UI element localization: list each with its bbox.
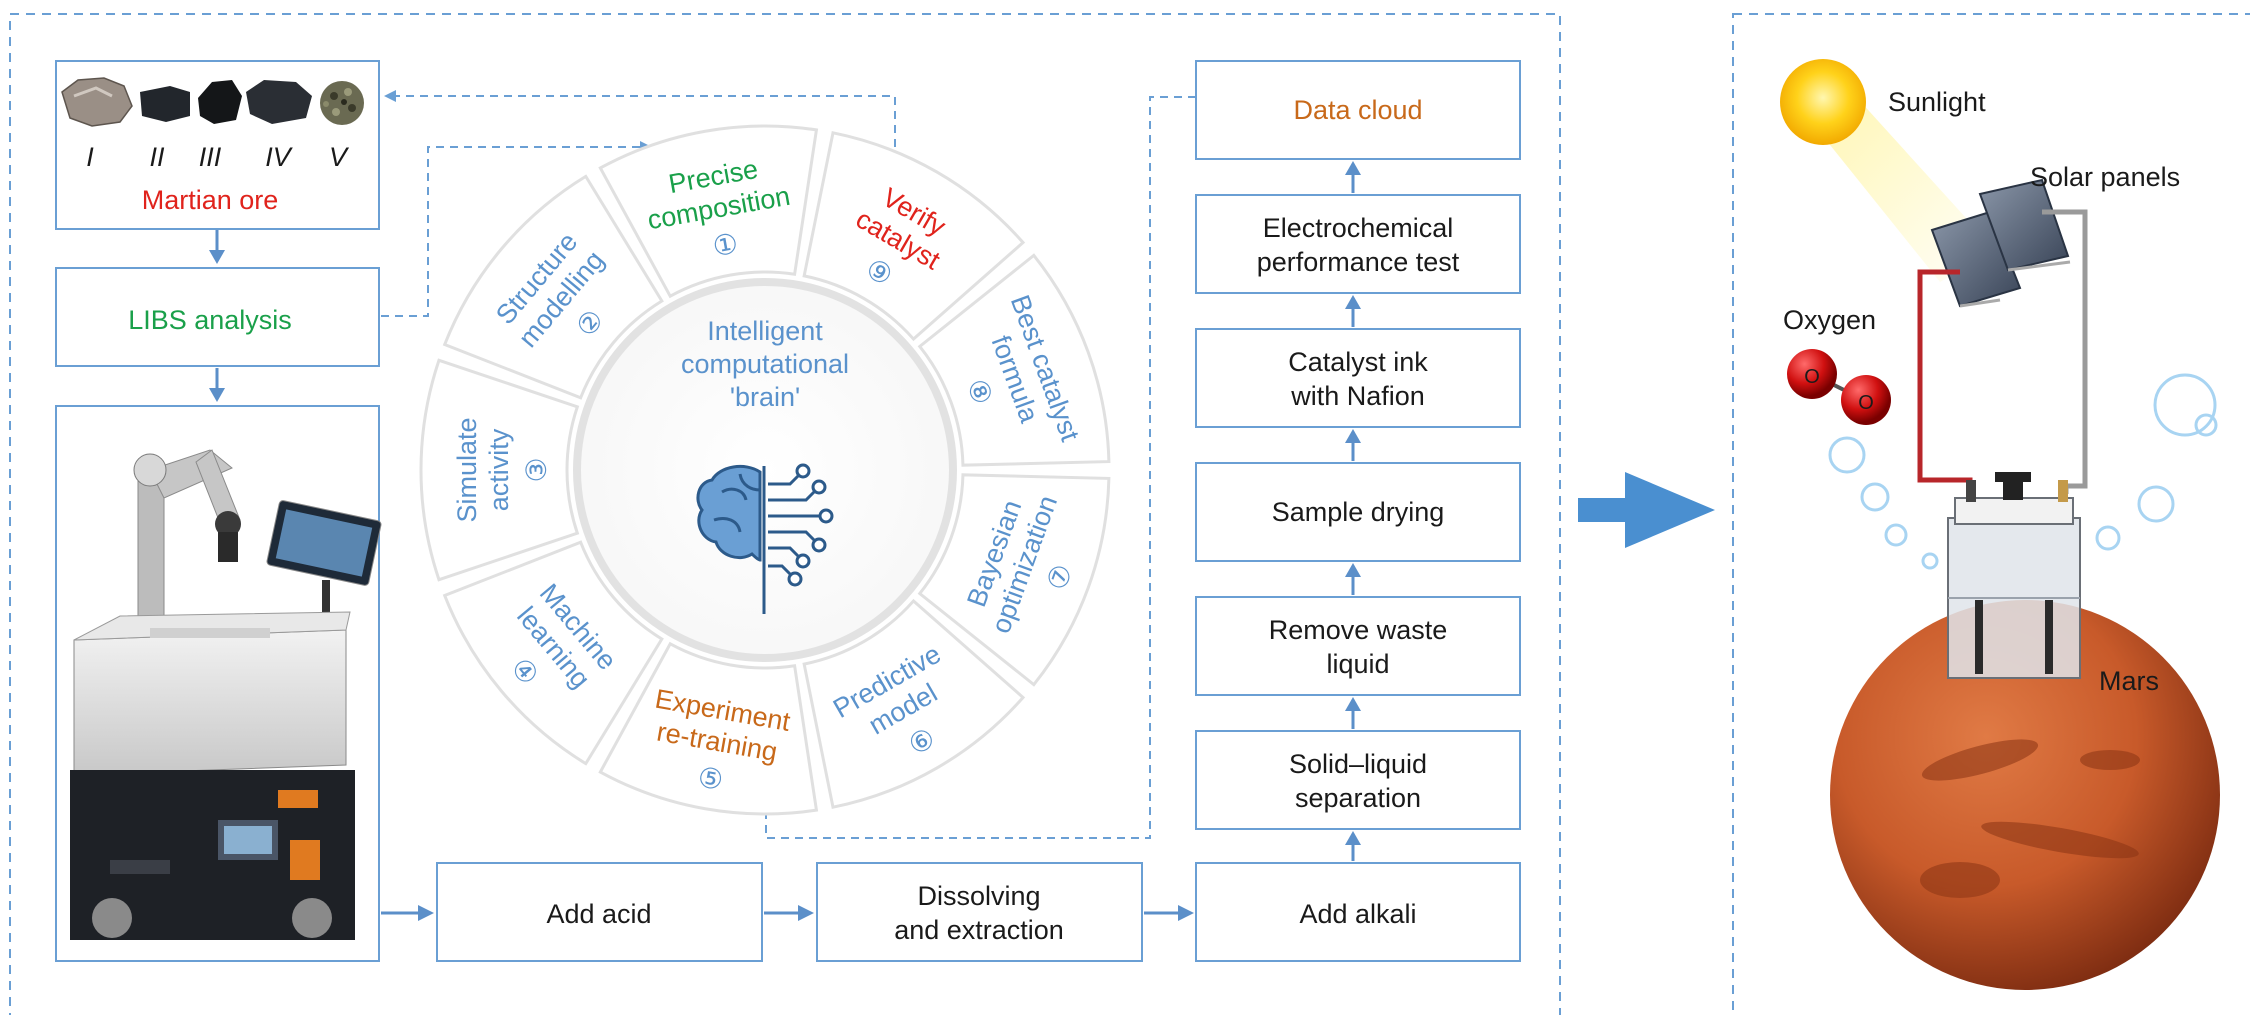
sun-icon: [1780, 59, 1866, 145]
oxygen-atom-label-2: O: [1858, 392, 1874, 414]
brain-title-line3: 'brain': [730, 382, 800, 412]
ore-numeral-2: II: [149, 142, 165, 172]
brain-title-line2: computational: [681, 349, 849, 379]
ore-numeral-5: V: [329, 142, 350, 172]
sample-drying-label: Sample drying: [1272, 497, 1445, 527]
big-flow-arrow: [1578, 472, 1715, 548]
electrochemical-test-box: Electrochemical performance test: [1195, 194, 1521, 294]
ring-segment-9: [802, 131, 1026, 342]
ore-numeral-3: III: [199, 142, 222, 172]
robot-platform-box: [55, 405, 382, 962]
oxygen-atom-label-1: O: [1804, 366, 1820, 388]
solar-panels-label: Solar panels: [2030, 162, 2180, 192]
oxygen-label: Oxygen: [1783, 305, 1876, 335]
ring-segment-label-3-line2: activity: [484, 428, 514, 511]
remove-waste-line1: Remove waste: [1269, 615, 1448, 645]
solid-liquid-line1: Solid–liquid: [1289, 749, 1427, 779]
sunlight-label: Sunlight: [1888, 87, 1986, 117]
ring-segment-number-1: ①: [710, 227, 740, 264]
add-acid-box: Add acid: [436, 862, 763, 962]
ore-numerals: I II III IV V: [86, 142, 350, 172]
robot-platform-image: [70, 449, 382, 940]
catalyst-ink-line1: Catalyst ink: [1288, 347, 1428, 377]
mars-panel: Sunlight Solar panels Oxygen O O: [1780, 59, 2220, 990]
solar-panels-icon: [1930, 178, 2071, 308]
remove-waste-box: Remove waste liquid: [1195, 596, 1521, 696]
bubbles-decoration: [1828, 373, 2218, 570]
ore-numeral-1: I: [86, 142, 94, 172]
left-panel-frame: [9, 13, 1561, 1015]
ring-segment-2: [442, 174, 664, 400]
rock-samples-image: [61, 77, 364, 127]
martian-ore-box: I II III IV V Martian ore: [55, 60, 380, 230]
ring-segment-number-5: ⑤: [695, 760, 725, 797]
dissolving-label-line2: and extraction: [894, 915, 1064, 945]
left-column-arrows: [209, 230, 225, 402]
remove-waste-line2: liquid: [1326, 649, 1389, 679]
mars-planet-icon: [1830, 600, 2220, 990]
oxygen-molecule-icon: O O: [1787, 349, 1891, 425]
catalyst-ink-line2: with Nafion: [1290, 381, 1425, 411]
right-panel-frame: [1732, 13, 2250, 1015]
ring-segment-label-3-line1: Simulate: [452, 417, 482, 522]
data-cloud-box: Data cloud: [1195, 60, 1521, 160]
add-alkali-box: Add alkali: [1195, 862, 1521, 962]
dissolving-label-line1: Dissolving: [917, 881, 1040, 911]
electrochemical-test-line1: Electrochemical: [1263, 213, 1454, 243]
ring-segment-8: [917, 253, 1111, 467]
solid-liquid-box: Solid–liquid separation: [1195, 730, 1521, 830]
solid-liquid-line2: separation: [1295, 783, 1421, 813]
ring-segment-1: [598, 124, 819, 299]
martian-ore-label: Martian ore: [142, 185, 279, 215]
ore-numeral-4: IV: [265, 142, 294, 172]
ring-segment-4: [442, 540, 664, 766]
brain-circuit-icon: [696, 463, 834, 614]
add-alkali-label: Add alkali: [1299, 899, 1416, 929]
libs-analysis-box: LIBS analysis: [55, 267, 380, 367]
libs-analysis-label: LIBS analysis: [128, 305, 292, 335]
dissolving-box: Dissolving and extraction: [816, 862, 1143, 962]
ring-segment-6: [802, 598, 1026, 809]
mars-surface-features: [1920, 739, 2140, 898]
brain-title-line1: Intelligent: [707, 316, 823, 346]
data-cloud-label: Data cloud: [1293, 95, 1422, 125]
right-column-arrows: [1345, 161, 1361, 861]
sample-drying-box: Sample drying: [1195, 462, 1521, 562]
ring-segment-7: [917, 473, 1111, 687]
electrochemical-cell-icon: [1947, 472, 2081, 679]
bottom-flow: Add acid Dissolving and extraction Add a…: [381, 862, 1521, 962]
catalyst-ink-box: Catalyst ink with Nafion: [1195, 328, 1521, 428]
electrochemical-test-line2: performance test: [1257, 247, 1460, 277]
ring-segment-5: [598, 641, 819, 816]
add-acid-label: Add acid: [546, 899, 651, 929]
mars-label: Mars: [2099, 666, 2159, 696]
ring-segment-3: [419, 358, 580, 582]
ring-segment-number-3: ③: [520, 457, 553, 482]
right-column-flow: Data cloud Electrochemical performance t…: [1195, 60, 1521, 861]
